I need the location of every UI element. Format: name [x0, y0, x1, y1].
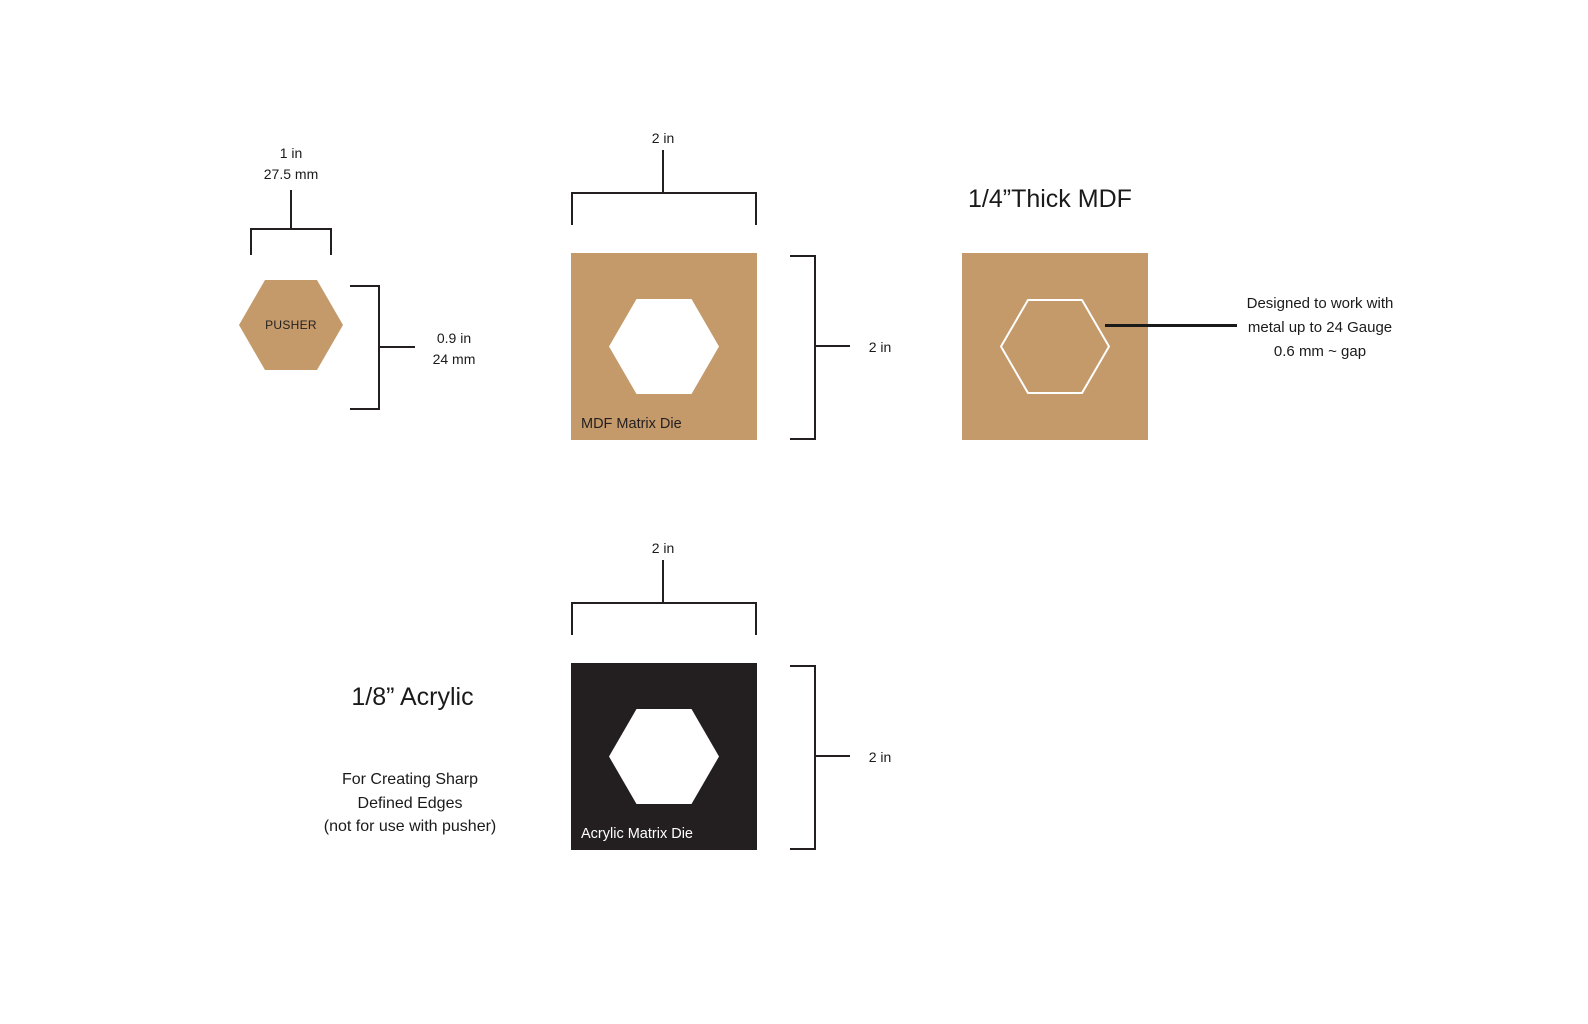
- pusher-width-bracket: [250, 228, 332, 255]
- acrylic-die-height-dim-stem: [816, 755, 850, 757]
- pusher-height-dim-stem: [380, 346, 415, 348]
- mdf-block-note-line3: 0.6 mm ~ gap: [1273, 343, 1367, 360]
- mdf-die-width-dim-stem: [662, 150, 664, 192]
- mdf-die-height-bracket: [790, 255, 816, 440]
- acrylic-note-line1: For Creating Sharp: [341, 771, 479, 788]
- pusher-width-in: 1 in: [279, 145, 303, 161]
- acrylic-die-width-bracket: [571, 602, 757, 635]
- pusher-height-dimension: 0.9 in 24 mm: [418, 328, 490, 370]
- mdf-block-hexagon-outline: [1000, 299, 1110, 394]
- acrylic-title: 1/8” Acrylic: [351, 683, 474, 711]
- mdf-die-height-dimension: 2 in: [868, 339, 892, 355]
- mdf-die-width-bracket: [571, 192, 757, 225]
- pusher-height-mm: 24 mm: [432, 351, 476, 367]
- pusher-hexagon: PUSHER: [239, 280, 343, 370]
- pusher-width-dim-stem: [290, 190, 292, 228]
- pusher-width-dimension: 1 in 27.5 mm: [231, 143, 351, 185]
- mdf-block-note-line2: metal up to 24 Gauge: [1247, 319, 1393, 336]
- mdf-die-label: MDF Matrix Die: [581, 416, 682, 432]
- mdf-die-height-dim-stem: [816, 345, 850, 347]
- pusher-height-bracket: [350, 285, 380, 410]
- pusher-label: PUSHER: [265, 318, 317, 332]
- acrylic-die-height-bracket: [790, 665, 816, 850]
- pusher-height-in: 0.9 in: [436, 330, 472, 346]
- mdf-die-width-dimension: 2 in: [651, 130, 675, 146]
- acrylic-die-hexagon-cutout: [609, 709, 719, 804]
- acrylic-note-line2: Defined Edges: [357, 794, 463, 812]
- mdf-block-pointer-line: [1105, 324, 1237, 327]
- acrylic-die-label: Acrylic Matrix Die: [581, 826, 693, 842]
- acrylic-die-height-dimension: 2 in: [868, 749, 892, 765]
- pusher-width-mm: 27.5 mm: [263, 166, 319, 182]
- acrylic-die-width-dimension: 2 in: [651, 540, 675, 556]
- mdf-block-title: 1/4”Thick MDF: [968, 185, 1132, 213]
- acrylic-die-square: Acrylic Matrix Die: [571, 663, 757, 850]
- mdf-die-hexagon-cutout: [609, 299, 719, 394]
- mdf-block-note-line1: Designed to work with: [1246, 295, 1394, 312]
- acrylic-die-width-dim-stem: [662, 560, 664, 602]
- acrylic-note-line3: (not for use with pusher): [323, 818, 497, 835]
- mdf-die-square: MDF Matrix Die: [571, 253, 757, 440]
- acrylic-note: For Creating Sharp Defined Edges (not fo…: [303, 768, 517, 839]
- mdf-block-square: [962, 253, 1148, 440]
- mdf-block-note: Designed to work with metal up to 24 Gau…: [1240, 292, 1400, 364]
